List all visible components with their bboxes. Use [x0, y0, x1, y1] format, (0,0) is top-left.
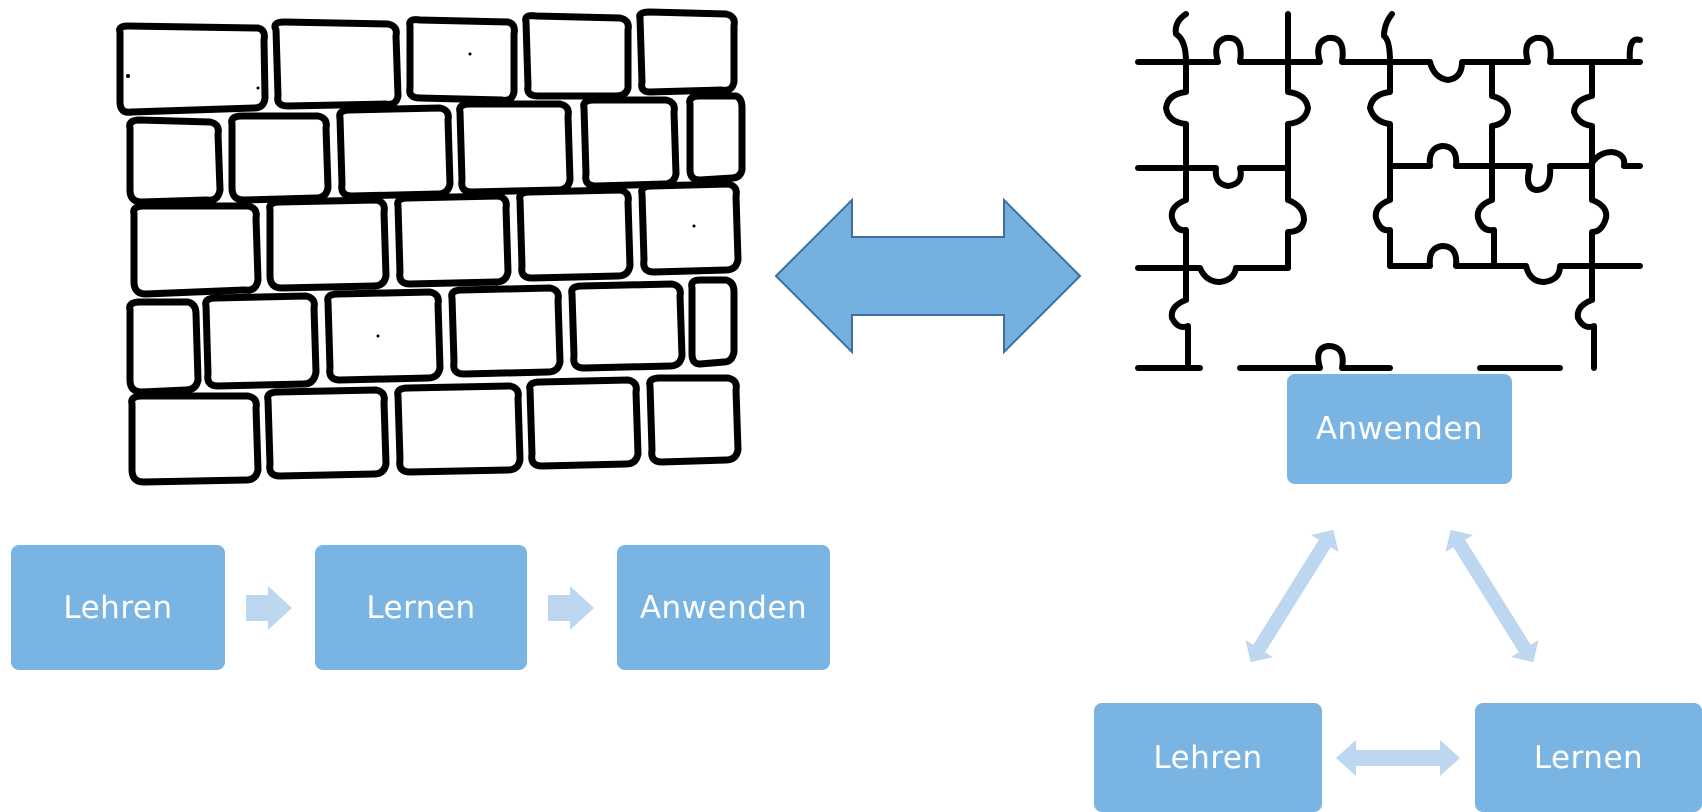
cycle-node-lehren: Lehren [1094, 703, 1322, 812]
linear-step-label: Anwenden [639, 589, 808, 626]
double-arrow-horizontal-icon [1336, 740, 1460, 776]
cycle-node-label: Anwenden [1315, 411, 1484, 447]
linear-step-lehren: Lehren [11, 545, 225, 670]
cycle-node-label: Lernen [1533, 739, 1644, 776]
cycle-node-anwenden: Anwenden [1287, 374, 1512, 484]
chevron-right-arrow-icon [548, 586, 594, 630]
linear-step-label: Lernen [366, 589, 476, 626]
linear-step-label: Lehren [63, 589, 173, 626]
chevron-right-arrow-icon [246, 586, 292, 630]
double-arrow-right-diagonal-icon [1445, 529, 1539, 663]
cycle-node-label: Lehren [1153, 739, 1263, 776]
cycle-node-lernen: Lernen [1475, 703, 1702, 812]
linear-step-anwenden: Anwenden [617, 545, 830, 670]
linear-step-lernen: Lernen [315, 545, 527, 670]
double-arrow-left-diagonal-icon [1245, 529, 1339, 663]
